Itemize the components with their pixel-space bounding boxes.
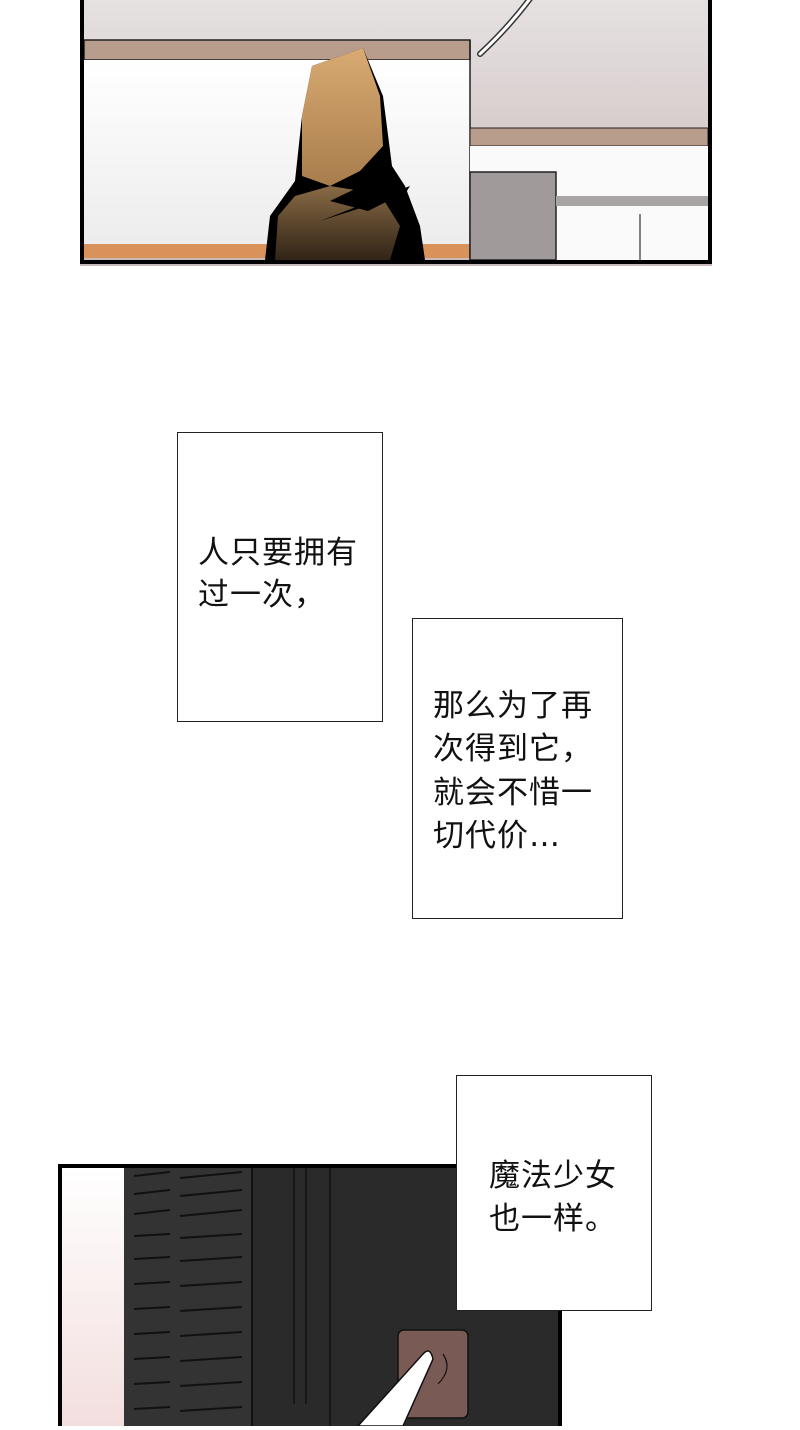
narration-caption-1: 人只要拥有 过一次，: [177, 432, 383, 722]
hooded-figure-illustration: [80, 0, 712, 266]
caption-line: 就会不惜一: [433, 775, 593, 811]
caption-line: 人只要拥有: [198, 535, 358, 571]
caption-line: 过一次，: [198, 577, 326, 613]
caption-line: 也一样。: [489, 1201, 617, 1237]
caption-line: 切代价…: [433, 818, 561, 854]
caption-line: 次得到它，: [433, 731, 593, 767]
caption-line: 那么为了再: [433, 688, 593, 724]
narration-caption-3: 魔法少女 也一样。: [456, 1075, 652, 1311]
panel-hooded-figure: [80, 0, 712, 266]
narration-caption-2: 那么为了再 次得到它， 就会不惜一 切代价…: [412, 618, 623, 919]
caption-line: 魔法少女: [489, 1158, 617, 1194]
